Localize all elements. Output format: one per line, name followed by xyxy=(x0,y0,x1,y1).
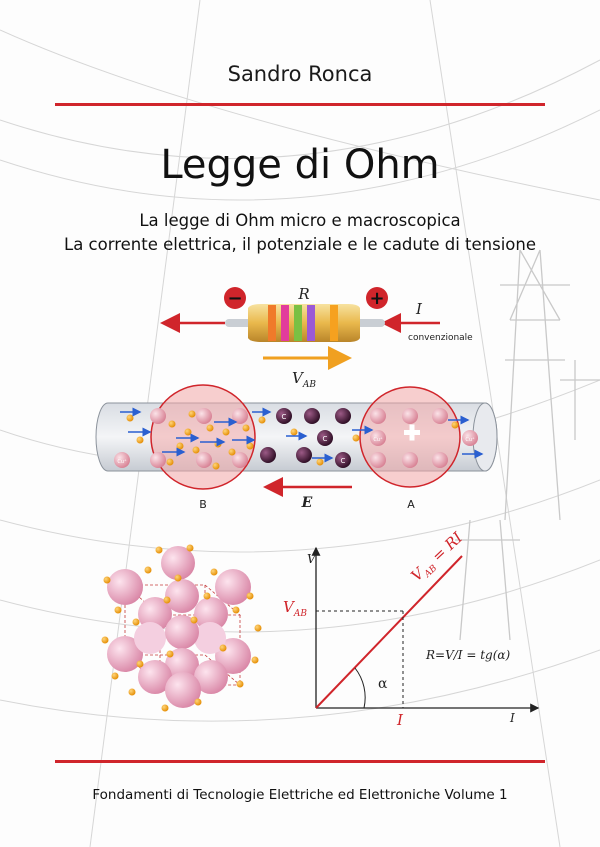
electron-label: C xyxy=(341,457,346,465)
ion-label: Cu⁺ xyxy=(373,437,383,443)
electron-label: C xyxy=(282,413,287,421)
plus-sign: + xyxy=(369,288,384,309)
y-axis-label: V xyxy=(307,552,317,566)
electron-label: C xyxy=(323,435,328,443)
v-marker: VAB xyxy=(283,598,307,619)
color-band-green xyxy=(294,305,302,341)
color-band-violet xyxy=(307,305,315,341)
ion-label: Cu⁺ xyxy=(117,459,127,465)
vi-graph: V I α R=V/I = tg(α) I VAB VAB = RI xyxy=(283,528,540,729)
resistor-diagram: − + R I convenzionale VAB xyxy=(160,285,473,390)
point-a-label: A xyxy=(407,498,415,511)
subtitle-line-2: La corrente elettrica, il potenziale e l… xyxy=(64,235,536,254)
color-band-orange xyxy=(268,305,276,341)
current-label: I xyxy=(415,300,423,318)
subtitle-line-1: La legge di Ohm micro e macroscopica xyxy=(139,211,461,230)
color-band-gold xyxy=(330,305,338,341)
resistor-label: R xyxy=(297,285,309,303)
field-label: E xyxy=(301,495,313,511)
angle-label: α xyxy=(378,676,388,692)
i-marker: I xyxy=(396,711,404,729)
x-axis-label: I xyxy=(509,711,515,725)
resistor-body xyxy=(248,304,360,342)
crystal-lattice xyxy=(101,544,262,712)
conductor-diagram: Cu⁺ Cu⁺ Cu⁺ C C C xyxy=(95,384,498,511)
resistance-formula: R=V/I = tg(α) xyxy=(425,648,511,662)
region-b-circle xyxy=(150,384,256,490)
top-divider xyxy=(55,103,545,106)
ion-label: Cu⁺ xyxy=(465,437,475,443)
current-note: convenzionale xyxy=(408,333,473,343)
minus-sign: − xyxy=(227,288,242,309)
point-b-label: B xyxy=(199,498,207,511)
ohm-line xyxy=(315,555,463,709)
series-title: Fondamenti di Tecnologie Elettriche ed E… xyxy=(92,787,508,803)
minus-terminal-icon xyxy=(224,287,246,309)
bottom-divider xyxy=(55,760,545,763)
book-title: Legge di Ohm xyxy=(160,142,440,188)
electrons xyxy=(260,408,351,468)
author-name: Sandro Ronca xyxy=(227,62,373,86)
plus-terminal-icon xyxy=(366,287,388,309)
angle-arc xyxy=(354,667,366,709)
copper-ions xyxy=(114,408,478,468)
drift-arrows xyxy=(120,407,484,463)
voltage-label: VAB xyxy=(292,369,316,390)
plus-cross-icon xyxy=(404,424,420,441)
color-band-magenta xyxy=(281,305,289,341)
